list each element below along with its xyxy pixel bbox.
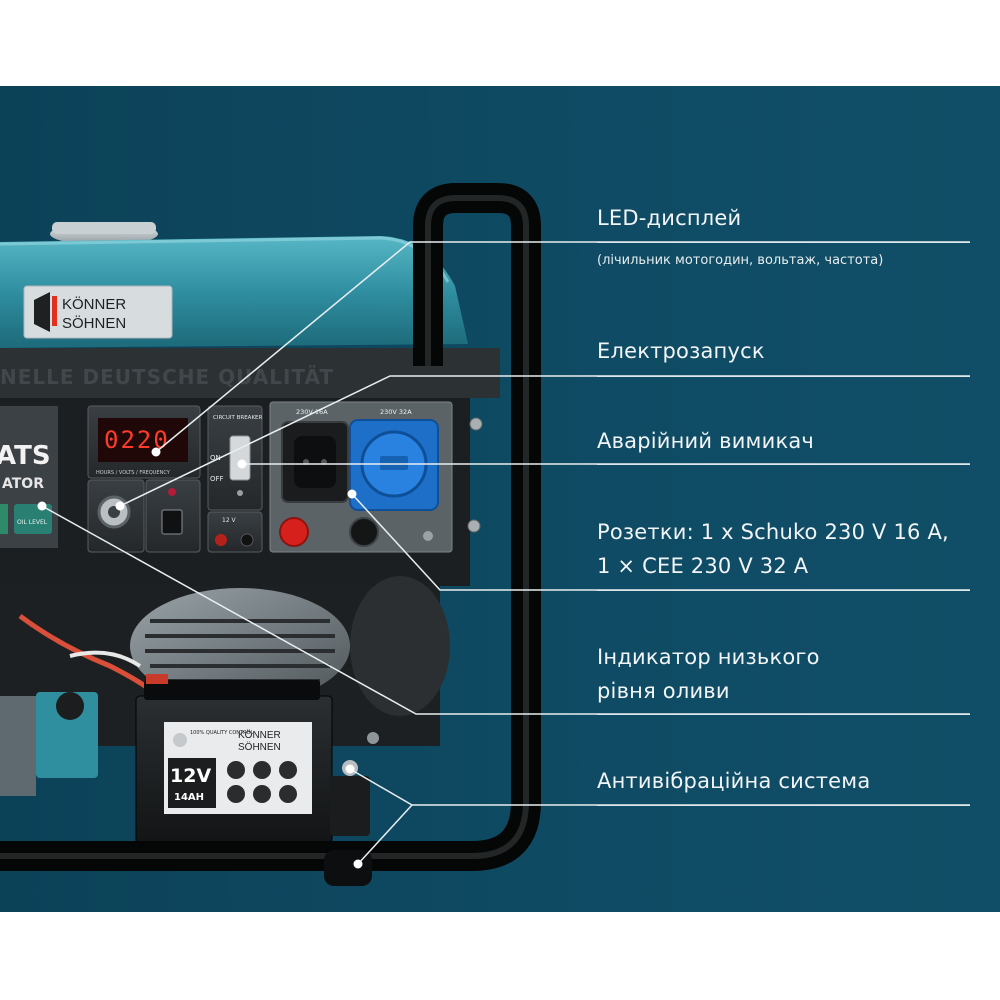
- display-caption: HOURS / VOLTS / FREQUENCY: [96, 470, 171, 476]
- rule-emergency-switch: [597, 464, 970, 465]
- dot-oil-indicator: [37, 501, 47, 511]
- rule-anti-vibration: [597, 805, 970, 806]
- quality-seal-icon: [173, 733, 187, 747]
- callout-electric-start: Електрозапуск: [597, 339, 765, 363]
- callout-emergency-switch: Аварійний вимикач: [597, 429, 814, 453]
- brand-line2: SÖHNEN: [62, 314, 126, 332]
- dot-electric-start: [115, 501, 125, 511]
- engine-block: [130, 588, 350, 704]
- dot-sockets: [347, 489, 357, 499]
- green-led: [0, 504, 8, 534]
- bolt-upper: [469, 417, 483, 431]
- schuko-socket-cavity: [294, 436, 336, 488]
- callout-sockets-line2: 1 × CEE 230 V 32 A: [597, 554, 809, 578]
- callout-dots: [37, 447, 363, 869]
- dot-anti-vibration-2: [353, 859, 363, 869]
- bolt-lower: [467, 519, 481, 533]
- callout-oil-indicator-line1: Індикатор низького: [597, 645, 820, 669]
- battery-terminal-positive: [146, 674, 168, 684]
- frame-bolt: [367, 732, 379, 744]
- callout-sockets: Розетки: 1 х Schuko 230 V 16 A, 1 × CEE …: [597, 515, 949, 583]
- battery-quality: 100% QUALITY CONTROL: [190, 730, 253, 736]
- breaker-screw: [237, 490, 243, 496]
- battery-voltage: 12V: [170, 765, 211, 787]
- model-subtitle: ATOR: [2, 476, 44, 492]
- battery-brand-line1: KÖNNER: [238, 729, 281, 741]
- breaker-off-label: OFF: [210, 475, 224, 483]
- ats-rocker-switch: [161, 509, 183, 535]
- battery-capacity: 14AH: [174, 792, 204, 803]
- dot-anti-vibration-1: [345, 764, 355, 774]
- frame-highlight: [0, 195, 529, 859]
- brand-line1: KÖNNER: [62, 295, 126, 313]
- generator: KÖNNER SÖHNEN NELLE DEUTSCHE QUALITÄT AT…: [0, 183, 541, 886]
- breaker-on-label: ON: [210, 454, 221, 462]
- oil-level-indicator: [14, 504, 52, 534]
- battery-top: [144, 680, 320, 700]
- oil-level-label: OIL LEVEL: [17, 519, 48, 526]
- display-reading: 0220: [104, 426, 170, 454]
- battery-brand-line2: SÖHNEN: [238, 741, 281, 753]
- rule-sockets: [597, 590, 970, 591]
- alternator-cover: [350, 576, 450, 716]
- rule-oil-indicator: [597, 714, 970, 715]
- oil-filler-cap: [56, 692, 84, 720]
- engine-side-cover: [0, 696, 36, 796]
- rule-led-display: [597, 242, 970, 243]
- rule-electric-start: [597, 376, 970, 377]
- dc-terminal-negative: [240, 533, 254, 547]
- fuel-cap-rim: [52, 222, 156, 234]
- dc-label: 12 V: [222, 517, 237, 524]
- socket-left-label: 230V 16A: [296, 408, 328, 416]
- dot-breaker: [237, 459, 247, 469]
- cee-cover-grip: [380, 456, 408, 470]
- battery-warning-icons: [227, 761, 297, 803]
- anti-vibration-mount: [330, 776, 370, 836]
- battery-voltage-box: [168, 758, 216, 808]
- socket-right-label: 230V 32A: [380, 408, 412, 416]
- tagline: NELLE DEUTSCHE QUALITÄT: [0, 365, 334, 389]
- generator-photo: KÖNNER SÖHNEN NELLE DEUTSCHE QUALITÄT AT…: [0, 86, 1000, 912]
- callout-sockets-line1: Розетки: 1 х Schuko 230 V 16 A,: [597, 520, 949, 544]
- led-display: [98, 418, 188, 462]
- ats-indicator-led: [168, 488, 176, 496]
- breaker-toggle: [229, 435, 251, 481]
- rubber-foot: [324, 850, 372, 886]
- brand-logo-icon: [34, 292, 57, 332]
- warning-sticker: [36, 692, 98, 778]
- callout-led-display: LED-дисплей: [597, 206, 742, 230]
- reset-button-red: [279, 517, 309, 547]
- callout-anti-vibration: Антивібраційна система: [597, 769, 871, 793]
- breaker-title: CIRCUIT BREAKER: [213, 415, 263, 421]
- brand-plate: [23, 285, 173, 339]
- callout-oil-indicator: Індикатор низького рівня оливи: [597, 640, 820, 708]
- callout-led-display-detail: (лічильник мотогодин, вольтаж, частота): [597, 253, 884, 268]
- main-input-button: [349, 517, 379, 547]
- wire-harness: [69, 650, 142, 668]
- ground-terminal: [423, 531, 433, 541]
- dot-led-display: [151, 447, 161, 457]
- model-name: ATS: [0, 441, 51, 471]
- infographic-panel: KÖNNER SÖHNEN NELLE DEUTSCHE QUALITÄT AT…: [0, 86, 1000, 912]
- leader-anti-vibration-top: [349, 768, 413, 806]
- callout-oil-indicator-line2: рівня оливи: [597, 679, 730, 703]
- dc-terminal-positive: [215, 534, 227, 546]
